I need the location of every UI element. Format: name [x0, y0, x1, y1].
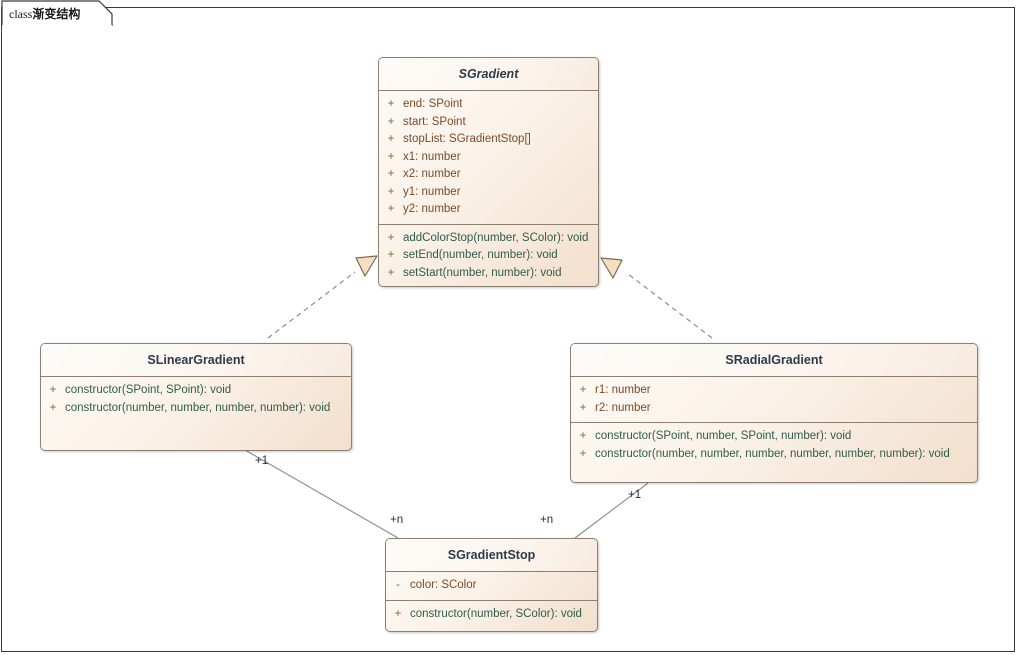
- attribute-signature: x1: number: [403, 150, 461, 163]
- method-row: + constructor(SPoint, number, SPoint, nu…: [571, 428, 977, 446]
- visibility-marker: +: [387, 115, 395, 128]
- empty-space: [41, 417, 351, 443]
- attribute-row: + y1: number: [379, 184, 598, 202]
- attribute-row: - color: SColor: [386, 577, 597, 595]
- visibility-marker: +: [387, 168, 395, 180]
- connector-radial-realizes-gradient: [600, 257, 713, 339]
- attribute-signature: y1: number: [403, 185, 461, 198]
- attribute-signature: r1: number: [595, 384, 651, 396]
- visibility-marker: +: [579, 401, 587, 414]
- class-name-sgradient: SGradient: [379, 58, 598, 91]
- methods-compartment-slineargradient: + constructor(SPoint, SPoint): void + co…: [41, 377, 351, 448]
- multiplicity-linear-source: +1: [255, 455, 269, 467]
- visibility-marker: +: [579, 430, 587, 442]
- class-name-slineargradient: SLinearGradient: [41, 344, 351, 377]
- class-box-sgradient[interactable]: SGradient + end: SPoint + start: SPoint …: [378, 57, 599, 287]
- method-row: + setEnd(number, number): void: [379, 247, 598, 265]
- method-signature: setEnd(number, number): void: [403, 249, 558, 261]
- class-box-sgradientstop[interactable]: SGradientStop - color: SColor + construc…: [385, 538, 598, 632]
- connector-radial-has-stops: [574, 482, 649, 539]
- method-signature: constructor(number, number, number, numb…: [595, 447, 950, 460]
- visibility-marker: +: [387, 203, 395, 215]
- attribute-signature: r2: number: [595, 401, 651, 414]
- method-row: + constructor(number, number, number, nu…: [571, 446, 977, 464]
- attribute-signature: stopList: SGradientStop[]: [403, 133, 531, 145]
- method-row: + setStart(number, number): void: [379, 265, 598, 283]
- diagram-title-name: 渐变结构: [32, 7, 81, 21]
- visibility-marker: +: [387, 98, 395, 110]
- attribute-row: + x1: number: [379, 149, 598, 167]
- methods-compartment-sgradientstop: + constructor(number, SColor): void: [386, 601, 597, 629]
- attribute-signature: y2: number: [403, 203, 461, 215]
- method-signature: constructor(SPoint, SPoint): void: [65, 384, 232, 396]
- visibility-marker: +: [387, 249, 395, 261]
- connector-linear-has-stops: [244, 449, 399, 539]
- method-signature: setStart(number, number): void: [403, 266, 562, 279]
- attribute-signature: x2: number: [403, 168, 461, 180]
- attribute-row: + stopList: SGradientStop[]: [379, 131, 598, 149]
- multiplicity-radial-target: +n: [540, 514, 554, 526]
- methods-compartment-sgradient: + addColorStop(number, SColor): void + s…: [379, 225, 598, 287]
- multiplicity-linear-target: +n: [390, 514, 404, 526]
- attribute-row: + y2: number: [379, 201, 598, 219]
- class-name-sradialgradient: SRadialGradient: [571, 344, 977, 377]
- method-signature: constructor(SPoint, number, SPoint, numb…: [595, 430, 852, 442]
- attributes-compartment-sradialgradient: + r1: number + r2: number: [571, 377, 977, 423]
- attributes-compartment-sgradient: + end: SPoint + start: SPoint + stopList…: [379, 91, 598, 225]
- attribute-row: + r2: number: [571, 400, 977, 418]
- visibility-marker: +: [387, 133, 395, 145]
- class-name-sgradientstop: SGradientStop: [386, 539, 597, 572]
- connector-linear-realizes-gradient: [267, 255, 378, 339]
- attribute-row: + x2: number: [379, 166, 598, 184]
- visibility-marker: +: [579, 384, 587, 396]
- attribute-row: + start: SPoint: [379, 114, 598, 132]
- methods-compartment-sradialgradient: + constructor(SPoint, number, SPoint, nu…: [571, 423, 977, 468]
- attribute-row: + end: SPoint: [379, 96, 598, 114]
- attribute-signature: color: SColor: [410, 579, 477, 591]
- visibility-marker: +: [49, 384, 57, 396]
- attribute-signature: end: SPoint: [403, 98, 463, 110]
- visibility-marker: +: [387, 266, 395, 279]
- method-signature: constructor(number, SColor): void: [410, 607, 582, 620]
- visibility-marker: +: [49, 401, 57, 414]
- method-signature: constructor(number, number, number, numb…: [65, 401, 331, 414]
- method-row: + constructor(number, SColor): void: [386, 606, 597, 624]
- method-row: + addColorStop(number, SColor): void: [379, 230, 598, 248]
- method-row: + constructor(number, number, number, nu…: [41, 400, 351, 418]
- multiplicity-radial-source: +1: [628, 489, 642, 501]
- visibility-marker: +: [387, 150, 395, 163]
- diagram-title-label: class渐变结构: [9, 5, 80, 22]
- visibility-marker: -: [396, 579, 400, 591]
- class-box-slineargradient[interactable]: SLinearGradient + constructor(SPoint, SP…: [40, 343, 352, 451]
- visibility-marker: +: [387, 231, 395, 244]
- attribute-signature: start: SPoint: [403, 115, 466, 128]
- diagram-title-keyword: class: [9, 7, 33, 21]
- method-row: + constructor(SPoint, SPoint): void: [41, 382, 351, 400]
- attribute-row: + r1: number: [571, 382, 977, 400]
- method-signature: addColorStop(number, SColor): void: [403, 231, 589, 244]
- attributes-compartment-sgradientstop: - color: SColor: [386, 572, 597, 601]
- visibility-marker: +: [579, 447, 587, 460]
- class-box-sradialgradient[interactable]: SRadialGradient + r1: number + r2: numbe…: [570, 343, 978, 483]
- visibility-marker: +: [394, 607, 402, 620]
- visibility-marker: +: [387, 185, 395, 198]
